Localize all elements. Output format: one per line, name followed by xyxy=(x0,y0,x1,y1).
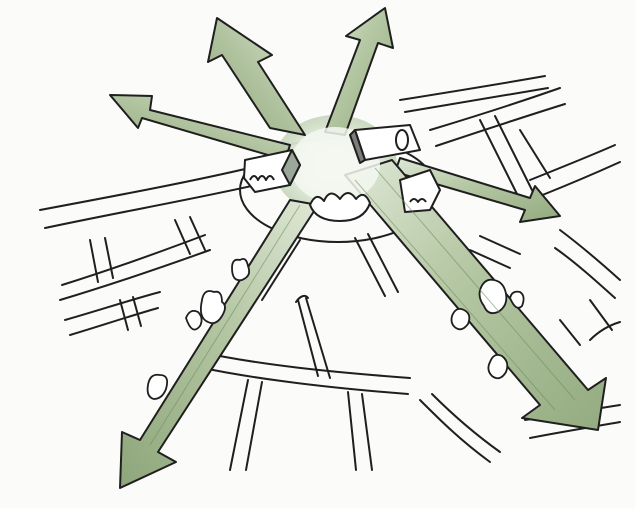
street-line xyxy=(298,300,318,376)
arrow-north-east xyxy=(325,8,393,135)
street-line xyxy=(190,217,205,250)
street-line xyxy=(306,298,330,378)
street-line xyxy=(480,236,520,254)
tree-cluster xyxy=(201,291,225,323)
street-line xyxy=(65,292,160,320)
street-line xyxy=(555,248,615,298)
street-line xyxy=(120,300,128,330)
street-line xyxy=(105,238,113,278)
street-line xyxy=(70,308,158,335)
street-line xyxy=(400,76,545,100)
street-line xyxy=(362,394,372,470)
street-line xyxy=(45,183,265,228)
street-line xyxy=(355,238,385,296)
street-line xyxy=(60,250,210,300)
tree-cluster xyxy=(148,375,168,399)
street-line xyxy=(495,116,535,196)
street-line xyxy=(230,380,248,470)
tree-cluster xyxy=(186,311,202,330)
tree-cluster xyxy=(452,309,470,329)
street-line xyxy=(40,165,262,210)
street-line xyxy=(246,382,262,470)
street-line xyxy=(368,234,398,292)
street-line xyxy=(430,88,560,130)
street-line xyxy=(420,400,490,462)
arrow-north-west xyxy=(208,18,305,135)
street-line xyxy=(198,367,408,394)
street-line xyxy=(540,162,620,196)
street-line xyxy=(560,320,580,345)
street-line xyxy=(530,145,615,180)
street-line xyxy=(520,130,550,178)
radiating-arrows xyxy=(110,8,606,488)
street-line xyxy=(348,392,356,470)
street-line xyxy=(560,230,620,280)
street-line xyxy=(133,297,141,326)
building-upper-right xyxy=(350,125,420,163)
tree-cluster xyxy=(488,355,507,378)
street-line xyxy=(175,220,190,254)
street-line xyxy=(590,322,620,340)
tree-cluster xyxy=(232,259,249,280)
